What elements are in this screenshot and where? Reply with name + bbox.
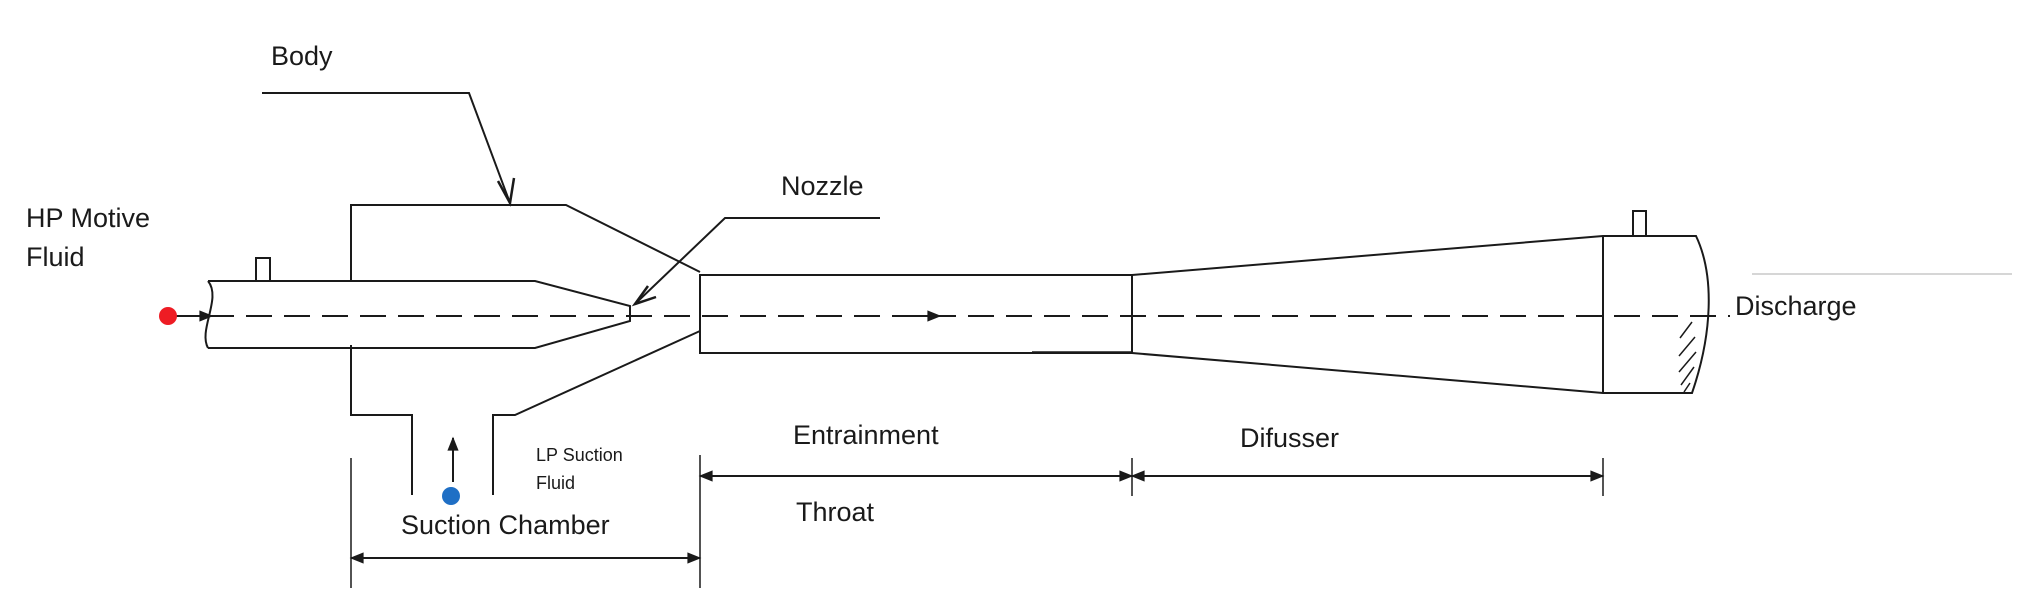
- motive-pipe-tab: [255, 257, 271, 282]
- motive-pipe: [208, 280, 631, 349]
- body-label: Body: [271, 41, 333, 71]
- suction-chamber-label: Suction Chamber: [401, 510, 610, 540]
- lp-suction-marker: [442, 487, 460, 505]
- throat-label: Throat: [796, 497, 875, 527]
- throat-section: [699, 274, 1133, 354]
- lp-suction-fluid-label-line2: Fluid: [536, 473, 576, 493]
- difusser-label: Difusser: [1240, 423, 1340, 453]
- body-housing-top: [350, 204, 701, 281]
- body-leader-line: [262, 92, 511, 204]
- discharge-label: Discharge: [1735, 291, 1857, 321]
- body-housing-bottom: [350, 345, 413, 495]
- suction-inlet-right-wall: [492, 330, 701, 495]
- lp-suction-fluid-label-line1: LP Suction: [536, 445, 623, 465]
- diffuser-tab: [1632, 210, 1647, 237]
- nozzle-leader-line: [634, 217, 880, 305]
- diffuser-outline: [1131, 235, 1710, 394]
- nozzle-label: Nozzle: [781, 171, 864, 201]
- pipe-break-curve: [204, 280, 214, 349]
- pipe-break-hatch: [1678, 321, 1697, 393]
- hp-motive-fluid-label-line1: HP Motive: [26, 203, 151, 233]
- hp-motive-fluid-label-line2: Fluid: [26, 242, 85, 272]
- nozzle-leader-arrowhead: [631, 285, 657, 307]
- body-leader-arrowhead: [496, 177, 516, 207]
- entrainment-label: Entrainment: [793, 420, 939, 450]
- hp-motive-marker: [159, 307, 177, 325]
